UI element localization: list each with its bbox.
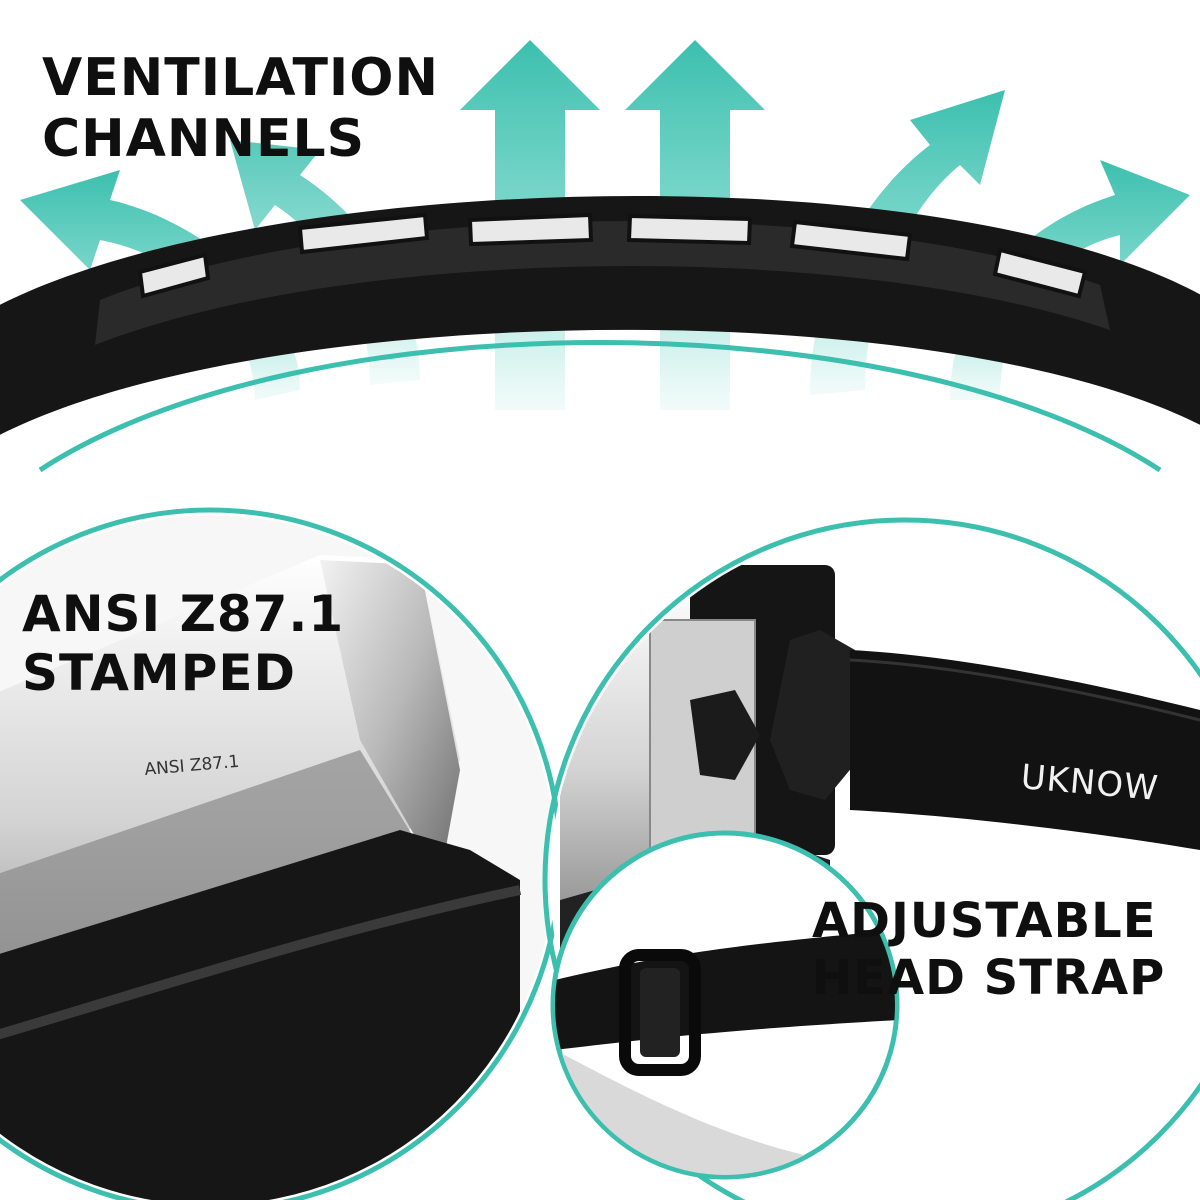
ansi-line-1: ANSI Z87.1 <box>22 585 345 643</box>
strap-line-1: ADJUSTABLE <box>812 893 1157 949</box>
adjustable-strap-label: ADJUSTABLE HEAD STRAP <box>812 893 1165 1006</box>
strap-line-2: HEAD STRAP <box>812 949 1166 1006</box>
strap-slider-circle <box>550 830 900 1180</box>
ansi-stamped-label: ANSI Z87.1 STAMPED <box>22 585 344 703</box>
ventilation-line-1: VENTILATION <box>42 48 439 108</box>
ansi-detail-circle: ANSI Z87.1 <box>0 507 563 1200</box>
ansi-line-2: STAMPED <box>22 644 296 702</box>
ventilation-line-2: CHANNELS <box>42 109 366 170</box>
ventilation-channels-label: VENTILATION CHANNELS <box>42 48 439 171</box>
ventilation-slots <box>137 212 1088 299</box>
goggle-frame-top <box>0 195 1200 473</box>
